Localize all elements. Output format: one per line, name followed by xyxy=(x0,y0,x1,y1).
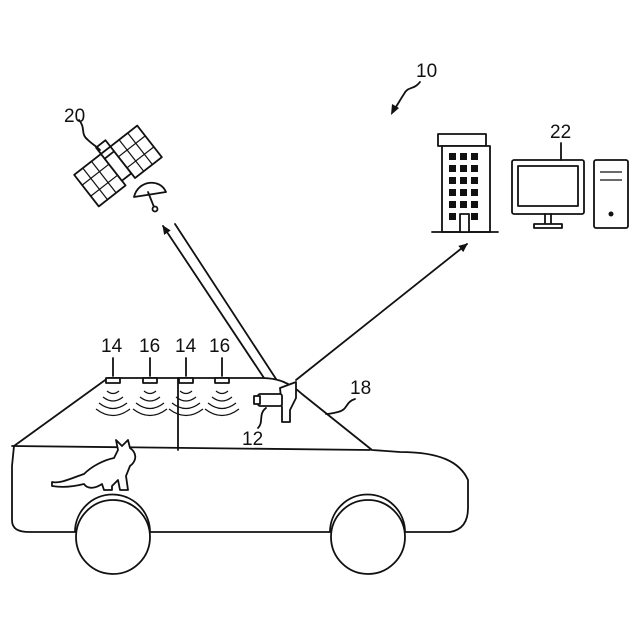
system-label-group: 10 xyxy=(391,61,437,115)
vehicle-label-group: 18 xyxy=(326,378,371,414)
sensor-label-a: 14 xyxy=(101,336,123,357)
rear-wheel xyxy=(76,500,150,574)
sensor-14-front: 14 xyxy=(175,336,197,383)
computer-tower-icon xyxy=(594,160,628,228)
server-label-group: 22 xyxy=(550,122,571,160)
satellite-dish-icon xyxy=(134,183,166,212)
sensor-label-d: 16 xyxy=(209,336,230,357)
server-label: 22 xyxy=(550,122,571,143)
front-wheel xyxy=(331,500,405,574)
monitor-icon xyxy=(512,160,584,228)
system-label: 10 xyxy=(416,61,437,82)
server-link-arrow xyxy=(296,244,467,380)
satellite-label: 20 xyxy=(64,106,85,127)
building-icon xyxy=(432,134,498,232)
sensor-14-rear: 14 xyxy=(101,336,123,383)
sensor-label-c: 14 xyxy=(175,336,197,357)
sensor-label-b: 16 xyxy=(139,336,160,357)
satellite-icon: 20 xyxy=(64,106,166,212)
sensor-16-front: 16 xyxy=(209,336,230,383)
vehicle-label: 18 xyxy=(350,378,371,399)
downlink-line xyxy=(175,224,278,382)
system-leader-arrow xyxy=(394,82,420,110)
roof-sensors: 14 16 14 16 xyxy=(101,336,230,383)
sensor-16-rear: 16 xyxy=(139,336,160,383)
uplink-arrow xyxy=(163,226,268,384)
camera-label: 12 xyxy=(242,429,263,450)
